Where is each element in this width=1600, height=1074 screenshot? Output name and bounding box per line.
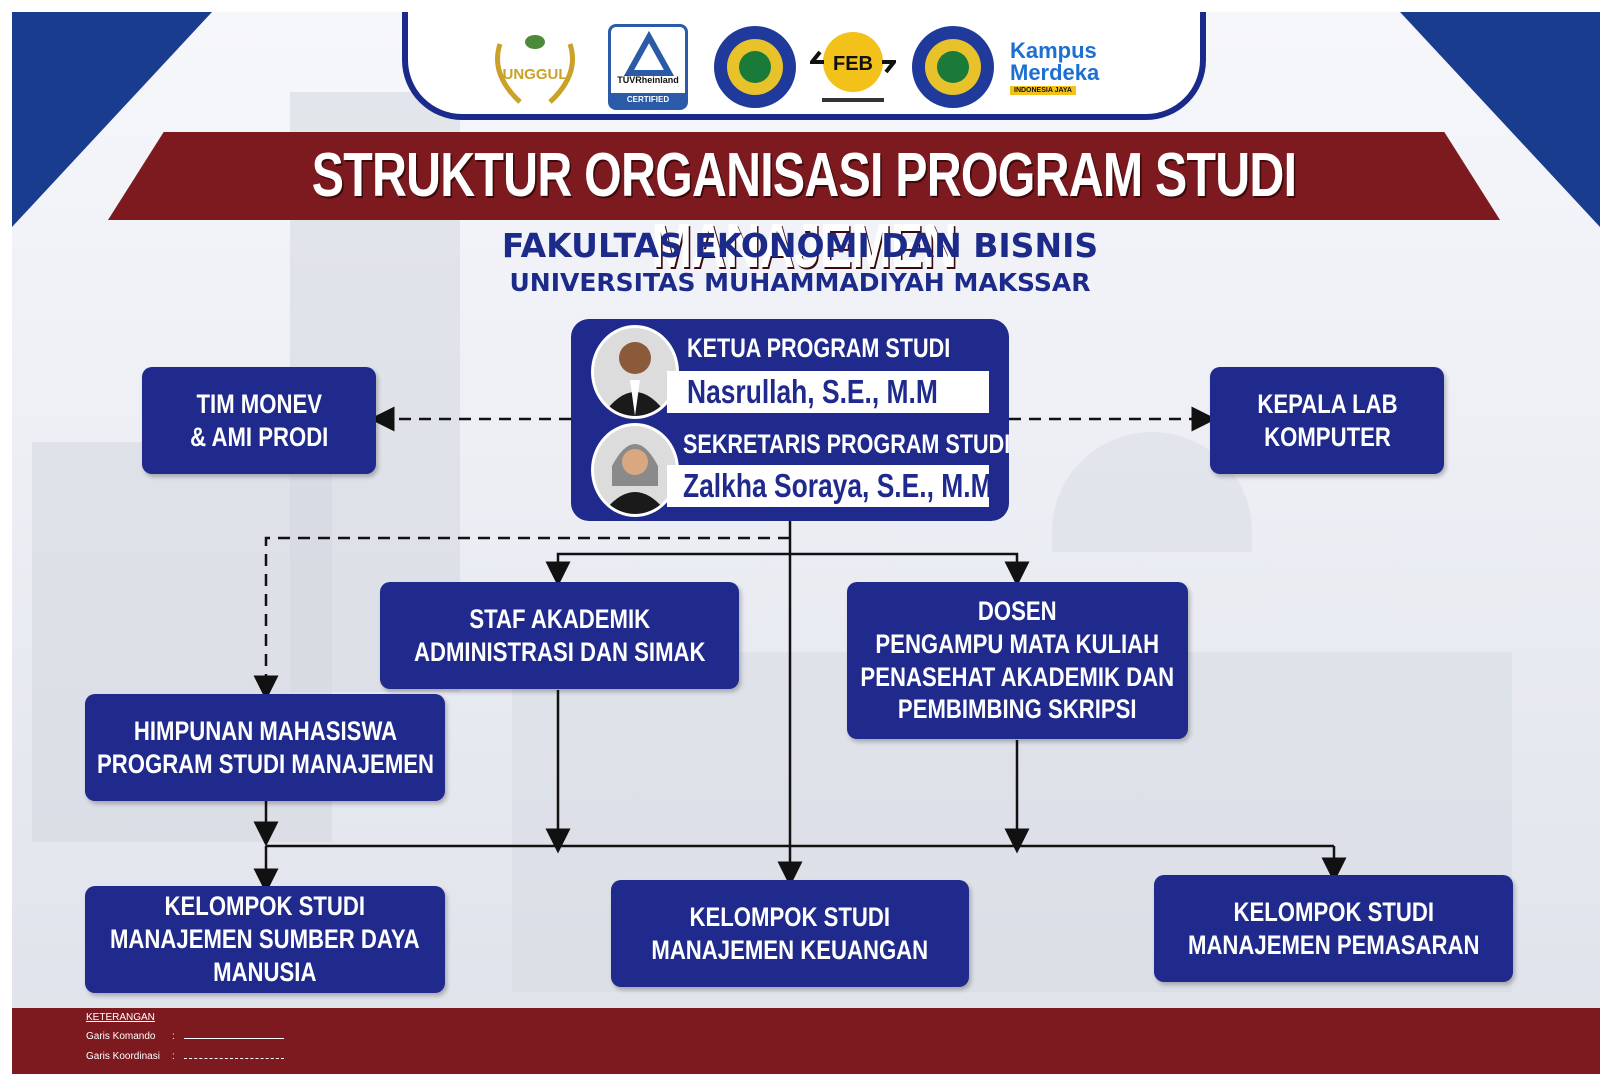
legend-koordinasi-line <box>184 1058 284 1059</box>
line-to-staf <box>545 552 790 587</box>
legend-komando-colon: : <box>172 1031 175 1042</box>
ketua-label: KETUA PROGRAM STUDI <box>687 333 951 363</box>
tim-monev-line2: & AMI PRODI <box>189 421 329 452</box>
tim-monev-line1: TIM MONEV <box>196 388 322 419</box>
faculty-subtitle: FAKULTAS EKONOMI DAN BISNIS <box>501 226 1099 265</box>
legend-koordinasi-colon: : <box>172 1051 175 1062</box>
tuv-rheinland-logo: TÜVRheinland CERTIFIED <box>608 22 688 112</box>
tuv-brand-text: TÜVRheinland <box>617 75 679 85</box>
sekretaris-label: SEKRETARIS PROGRAM STUDI <box>683 429 1011 459</box>
legend-komando-label: Garis Komando <box>86 1031 156 1042</box>
page-title: STRUKTUR ORGANISASI PROGRAM STUDI MANAJE… <box>311 141 1297 281</box>
svg-text:UNGGUL: UNGGUL <box>503 66 568 83</box>
sekretaris-name: Zalkha Soraya, S.E., M.M <box>683 467 993 504</box>
line-to-dosen <box>790 552 1030 587</box>
ketua-name: Nasrullah, S.E., M.M <box>687 373 938 410</box>
akreditasi-unggul-logo: UNGGUL <box>480 22 590 112</box>
kepala-lab-line2: KOMPUTER <box>1263 421 1391 452</box>
logo-bar <box>402 12 1206 120</box>
unismuh-seal-right <box>908 22 998 112</box>
dash-line-himpunan <box>253 536 790 701</box>
ketua-photo <box>591 325 679 419</box>
kampus-text: Kampus <box>1010 37 1097 63</box>
merdeka-text: Merdeka <box>1010 59 1100 85</box>
legend-koordinasi-label: Garis Koordinasi <box>86 1051 160 1062</box>
staf-line2: ADMINISTRASI DAN SIMAK <box>413 636 706 667</box>
legend-title: KETERANGAN <box>86 1012 155 1023</box>
dosen-line3: PENASEHAT AKADEMIK DAN <box>860 661 1175 692</box>
tim-monev-box: TIM MONEV& AMI PRODI <box>142 367 376 474</box>
title-band <box>108 132 1500 220</box>
sekretaris-photo <box>591 423 679 517</box>
ks-pem-line2: MANAJEMEN PEMASARAN <box>1187 929 1480 960</box>
ks-sdm-line3: MANUSIA <box>213 956 317 987</box>
university-subtitle: UNIVERSITAS MUHAMMADIYAH MAKSSAR <box>509 268 1091 297</box>
staf-line1: STAF AKADEMIK <box>469 603 650 634</box>
tuv-certified-badge: CERTIFIED <box>611 93 685 107</box>
kepala-lab-line1: KEPALA LAB <box>1256 388 1398 419</box>
unismuh-seal-left <box>710 22 800 112</box>
head-box: KETUA PROGRAM STUDI Nasrullah, S.E., M.M… <box>571 319 1011 521</box>
ks-pem-line1: KELOMPOK STUDI <box>1233 896 1434 927</box>
ks-sdm-line1: KELOMPOK STUDI <box>164 891 366 922</box>
ks-keu-line1: KELOMPOK STUDI <box>689 901 891 932</box>
svg-text:FEB: FEB <box>833 53 873 75</box>
sekretaris-name-strip <box>667 465 989 507</box>
ks-keu-line2: MANAJEMEN KEUANGAN <box>651 934 929 965</box>
himpunan-line2: PROGRAM STUDI MANAJEMEN <box>96 748 434 779</box>
legend-komando-line <box>184 1038 284 1039</box>
indonesia-jaya-text: INDONESIA JAYA <box>1010 85 1076 95</box>
dosen-line1: DOSEN <box>978 595 1057 626</box>
ks-sdm-line2: MANAJEMEN SUMBER DAYA <box>110 924 420 955</box>
ketua-name-strip <box>667 371 989 413</box>
legend-footer: KETERANGAN Garis Komando : Garis Koordin… <box>12 1008 1600 1074</box>
dosen-line2: PENGAMPU MATA KULIAH <box>875 628 1160 659</box>
himpunan-line1: HIMPUNAN MAHASISWA <box>133 715 397 746</box>
kampus-merdeka-logo: Kampus Merdeka INDONESIA JAYA <box>1010 22 1140 112</box>
dosen-line4: PEMBIMBING SKRIPSI <box>898 694 1137 725</box>
feb-logo: FEB <box>810 22 896 112</box>
